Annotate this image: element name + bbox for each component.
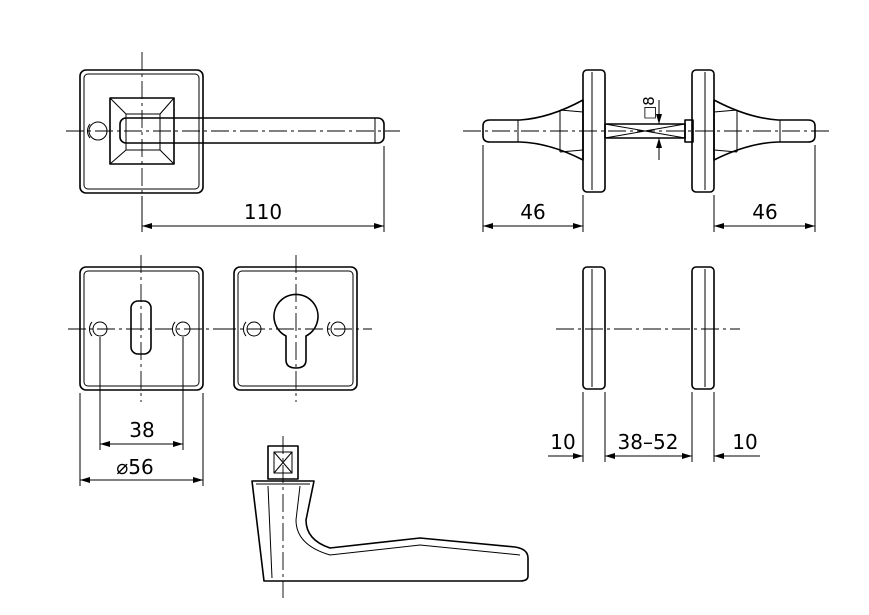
front-view-lever: 110 xyxy=(66,52,400,232)
rose-prefix: ⌀ xyxy=(116,455,128,479)
right-lever-profile xyxy=(713,99,816,161)
dim-handle-length: 110 xyxy=(244,200,282,224)
lever-arm xyxy=(119,117,385,144)
dim-rose-thickness-right: 10 xyxy=(732,430,757,454)
lever-body-profile xyxy=(251,480,529,582)
dim-screw-spacing: 38 xyxy=(129,418,154,442)
dim-rose-thickness-left: 10 xyxy=(550,430,575,454)
door-thickness-view: 10 38–52 10 xyxy=(548,266,760,462)
dim-door-range: 38–52 xyxy=(618,430,679,454)
keyhole-rose xyxy=(79,266,204,391)
dim-left-projection: 46 xyxy=(520,200,545,224)
svg-text:⌀56: ⌀56 xyxy=(116,455,154,479)
euro-cylinder-icon xyxy=(273,293,319,369)
dim-spindle: 8 xyxy=(640,96,658,106)
svg-text:□8: □8 xyxy=(640,96,658,120)
side-view-assembly: □8 46 46 xyxy=(463,69,832,232)
cylinder-escutcheon xyxy=(218,255,372,402)
spindle-prefix: □ xyxy=(640,106,658,120)
lever-side-profile xyxy=(251,436,529,598)
right-rose-edge xyxy=(691,266,715,390)
rose-plate xyxy=(79,69,204,194)
keyhole-escutcheon: 38 ⌀56 xyxy=(68,255,222,486)
dim-right-projection: 46 xyxy=(752,200,777,224)
dim-rose-size: 56 xyxy=(128,455,153,479)
cylinder-rose xyxy=(233,266,358,391)
left-rose-edge xyxy=(582,266,606,390)
